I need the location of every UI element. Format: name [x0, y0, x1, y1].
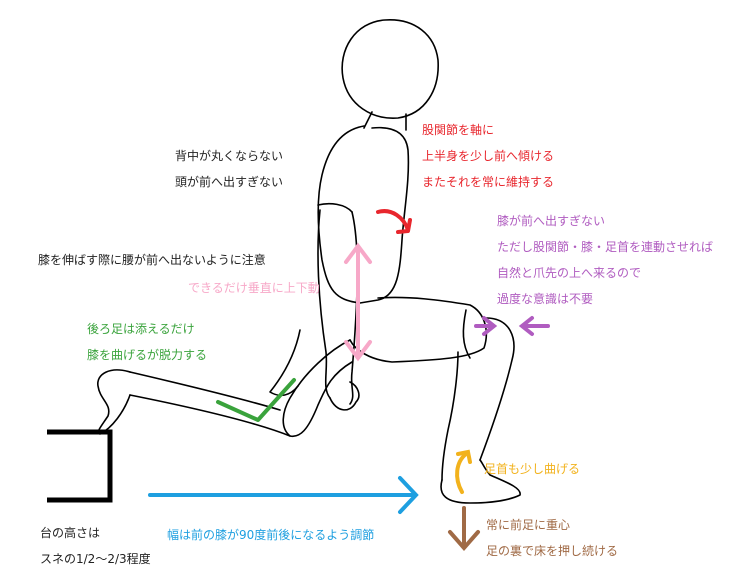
shorts-line [462, 309, 471, 359]
rear-leg-note: 後ろ足は添えるだけ 膝を曲げるが脱力する [87, 316, 207, 368]
weight-note: 常に前足に重心 足の裏で床を押し続ける [486, 512, 618, 564]
back-neck-note: 背中が丸くならない 頭が前へ出すぎない [175, 143, 283, 195]
knee-note-line: 膝が前へ出すぎない [497, 214, 606, 228]
neck-outline [363, 111, 407, 131]
ankle-note-line: 足首も少し曲げる [484, 462, 581, 476]
platform-note: 台の高さは スネの1/2〜2/3程度 [40, 520, 151, 572]
ankle-arrow [455, 449, 472, 494]
weight-note-line: 足の裏で床を押し続ける [486, 544, 619, 558]
shorts-outline [349, 296, 488, 363]
shirt-hem [317, 202, 353, 213]
stance-width-arrow [148, 476, 419, 514]
weight-note-line: 常に前足に重心 [486, 518, 571, 532]
rear-knee-mark [216, 378, 296, 422]
knee-note: 膝が前へ出すぎない ただし股関節・膝・足首を連動させれば 自然と爪先の上へ来るの… [497, 208, 713, 312]
vertical-motion-arrow [344, 242, 372, 362]
back-neck-note-line: 頭が前へ出すぎない [175, 175, 284, 189]
rear-foot-outline [97, 369, 131, 435]
rear-leg-note-line: 膝を曲げるが脱力する [87, 348, 208, 362]
front-leg-outline [441, 317, 515, 481]
knee-note-line: 自然と爪先の上へ来るので [497, 266, 642, 280]
vertical-note: できるだけ垂直に上下動 [188, 275, 320, 301]
rear-shin-outline [129, 371, 291, 437]
knee-note-line: 過度な意識は不要 [497, 292, 594, 306]
hip-forward-note: 膝を伸ばす際に腰が前へ出ないように注意 [38, 247, 266, 273]
arm-outline [317, 209, 359, 405]
width-note-line: 幅は前の膝が90度前後になるよう調節 [167, 528, 375, 542]
platform-note-line: 台の高さは [40, 526, 101, 540]
width-note: 幅は前の膝が90度前後になるよう調節 [167, 522, 374, 548]
hip-axis-note-line: 上半身を少し前へ傾ける [422, 149, 555, 163]
vertical-note-line: できるだけ垂直に上下動 [188, 281, 320, 295]
front-foot-outline [440, 459, 521, 504]
hip-forward-note-line: 膝を伸ばす際に腰が前へ出ないように注意 [38, 253, 266, 267]
knee-arrows [474, 316, 550, 336]
shorts-back [269, 329, 301, 397]
platform-box [47, 429, 113, 503]
ankle-note: 足首も少し曲げる [484, 456, 580, 482]
hip-axis-note-line: またそれを常に維持する [422, 175, 555, 189]
rear-leg-note-line: 後ろ足は添えるだけ [87, 322, 195, 336]
hip-axis-note-line: 股関節を軸に [422, 123, 495, 137]
knee-note-line: ただし股関節・膝・足首を連動させれば [497, 240, 714, 254]
weight-arrow [448, 506, 480, 552]
platform-note-line: スネの1/2〜2/3程度 [40, 552, 151, 566]
back-neck-note-line: 背中が丸くならない [175, 149, 284, 163]
rear-thigh-outline [282, 339, 353, 438]
hand-outline [329, 381, 360, 411]
hip-axis-note: 股関節を軸に 上半身を少し前へ傾ける またそれを常に維持する [422, 117, 554, 195]
head-outline [341, 19, 439, 119]
